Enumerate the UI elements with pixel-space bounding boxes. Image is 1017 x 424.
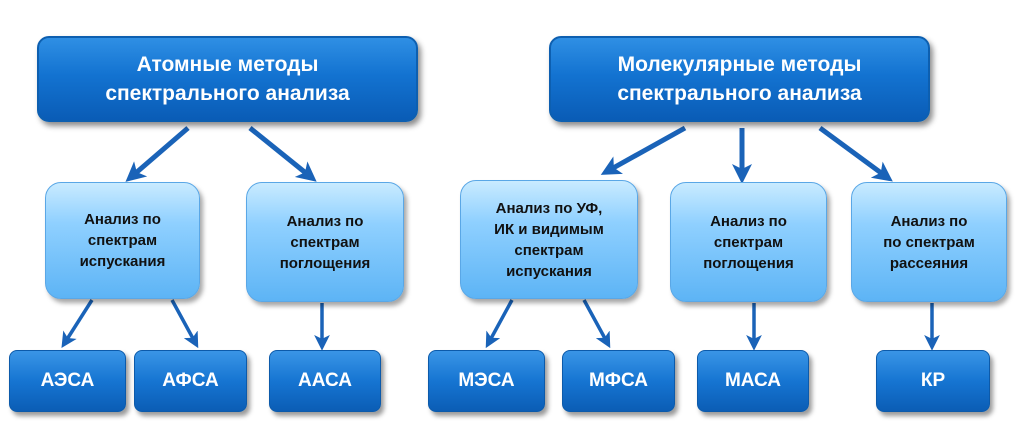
absorption-analysis-box: Анализ по спектрам поглощения bbox=[246, 182, 404, 302]
kr-box: КР bbox=[876, 350, 990, 412]
scattering-analysis-box: Анализ по по спектрам рассеяния bbox=[851, 182, 1007, 302]
aasa-label: ААСА bbox=[298, 370, 352, 391]
absorption-analysis-label: Анализ по спектрам поглощения bbox=[279, 212, 371, 272]
uv-ir-visible-emission-label: Анализ по УФ, ИК и видимым спектрам испу… bbox=[494, 199, 604, 280]
scattering-analysis-label: Анализ по по спектрам рассеяния bbox=[883, 212, 975, 272]
atomic-methods-box: Атомные методы спектрального анализа bbox=[37, 36, 418, 122]
kr-label: КР bbox=[920, 370, 946, 391]
aesa-label: АЭСА bbox=[40, 370, 95, 391]
arrow-emission-to-afsa bbox=[170, 299, 199, 349]
aasa-box: ААСА bbox=[269, 350, 381, 412]
arrow-uv-to-mfsa bbox=[582, 299, 611, 349]
molecular-methods-label: Молекулярные методы спектрального анализ… bbox=[617, 53, 862, 105]
afsa-label: АФСА bbox=[162, 370, 219, 391]
atomic-methods-label: Атомные методы спектрального анализа bbox=[105, 53, 350, 105]
masa-label: МАСА bbox=[724, 370, 782, 391]
mesa-box: МЭСА bbox=[428, 350, 545, 412]
emission-analysis-label: Анализ по спектрам испускания bbox=[79, 211, 166, 270]
arrow-emission-to-aesa bbox=[61, 299, 94, 348]
uv-ir-visible-emission-box: Анализ по УФ, ИК и видимым спектрам испу… bbox=[460, 180, 638, 299]
molecular-absorption-box: Анализ по спектрам поглощения bbox=[670, 182, 827, 302]
arrow-uv-to-mesa bbox=[485, 299, 514, 349]
mfsa-box: МФСА bbox=[562, 350, 675, 412]
masa-box: МАСА bbox=[697, 350, 809, 412]
arrow-atomic-to-absorption bbox=[248, 126, 317, 182]
mesa-label: МЭСА bbox=[458, 370, 515, 391]
aesa-box: АЭСА bbox=[9, 350, 126, 412]
mfsa-label: МФСА bbox=[588, 370, 648, 391]
arrow-molecular-to-scattering bbox=[818, 125, 893, 182]
emission-analysis-box: Анализ по спектрам испускания bbox=[45, 182, 200, 299]
arrow-atomic-to-emission bbox=[125, 126, 190, 182]
afsa-box: АФСА bbox=[134, 350, 247, 412]
molecular-absorption-label: Анализ по спектрам поглощения bbox=[703, 212, 794, 272]
molecular-methods-box: Молекулярные методы спектрального анализ… bbox=[549, 36, 930, 122]
arrow-molecular-to-uv bbox=[600, 125, 687, 175]
